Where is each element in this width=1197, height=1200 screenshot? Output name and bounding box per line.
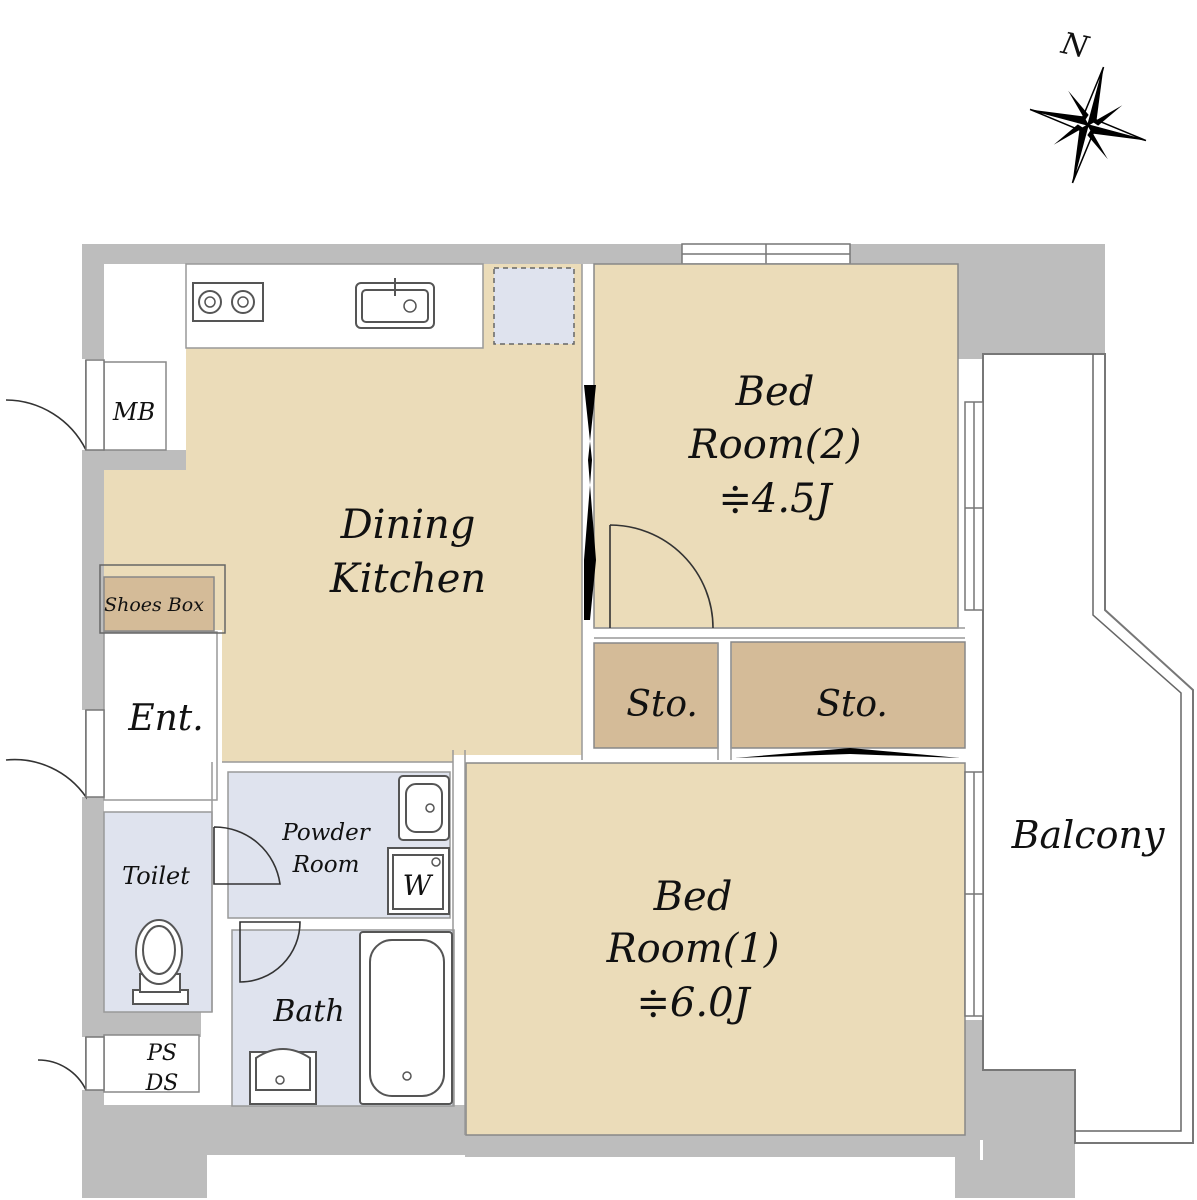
compass-rose-icon bbox=[1029, 66, 1147, 184]
ps-label: PS bbox=[146, 1041, 177, 1066]
fridge-space bbox=[493, 267, 575, 345]
east-windows bbox=[964, 401, 984, 1017]
kitchen-sink bbox=[355, 278, 435, 329]
shoes-box bbox=[103, 576, 215, 632]
entrance-label: Ent. bbox=[127, 698, 203, 739]
sliding-door-bedroom2 bbox=[584, 385, 596, 620]
storage-right-floor bbox=[730, 641, 966, 749]
storage-left-label: Sto. bbox=[626, 684, 698, 725]
washer-pan bbox=[387, 847, 450, 915]
compass-north-label: N bbox=[1057, 26, 1093, 66]
bedroom2-area: ≑4.5J bbox=[718, 476, 833, 522]
washer-label: W bbox=[403, 869, 434, 902]
dining-kitchen-label-2: Kitchen bbox=[329, 556, 486, 602]
bedroom1-label-2: Room(1) bbox=[606, 926, 780, 972]
mb-label: MB bbox=[112, 398, 155, 426]
ds-label: DS bbox=[145, 1071, 179, 1096]
toilet-bowl bbox=[132, 919, 189, 1005]
sliding-door-storage bbox=[735, 748, 960, 758]
dining-kitchen-floor bbox=[104, 264, 582, 762]
bath-label: Bath bbox=[272, 994, 344, 1029]
doors bbox=[5, 359, 714, 1091]
bathtub bbox=[359, 931, 453, 1105]
outer-walls bbox=[82, 244, 1105, 1198]
shoes-box-label: Shoes Box bbox=[104, 594, 204, 616]
powder-room-label-1: Powder bbox=[281, 820, 371, 846]
toilet-label: Toilet bbox=[122, 862, 190, 890]
bedroom2-floor bbox=[593, 263, 959, 629]
storage-right-label: Sto. bbox=[816, 684, 888, 725]
bedroom1-label-1: Bed bbox=[653, 874, 733, 920]
mb-box bbox=[103, 361, 167, 451]
bedroom1-area: ≑6.0J bbox=[636, 980, 751, 1026]
wash-basin bbox=[398, 775, 450, 841]
entrance-floor bbox=[103, 631, 218, 801]
bedroom2-label-2: Room(2) bbox=[688, 422, 862, 468]
bedroom2-label-1: Bed bbox=[735, 369, 815, 415]
top-windows bbox=[681, 243, 851, 265]
storage-left-floor bbox=[593, 642, 719, 749]
dining-kitchen-label-1: Dining bbox=[340, 502, 476, 548]
powder-room-label-2: Room bbox=[292, 852, 360, 878]
stove bbox=[192, 282, 264, 322]
balcony-label: Balcony bbox=[1011, 813, 1165, 857]
balcony-floor bbox=[982, 353, 1194, 1144]
ps-ds-box bbox=[103, 1034, 200, 1093]
bath-basin bbox=[249, 1048, 317, 1105]
bedroom1-floor bbox=[465, 762, 966, 1136]
